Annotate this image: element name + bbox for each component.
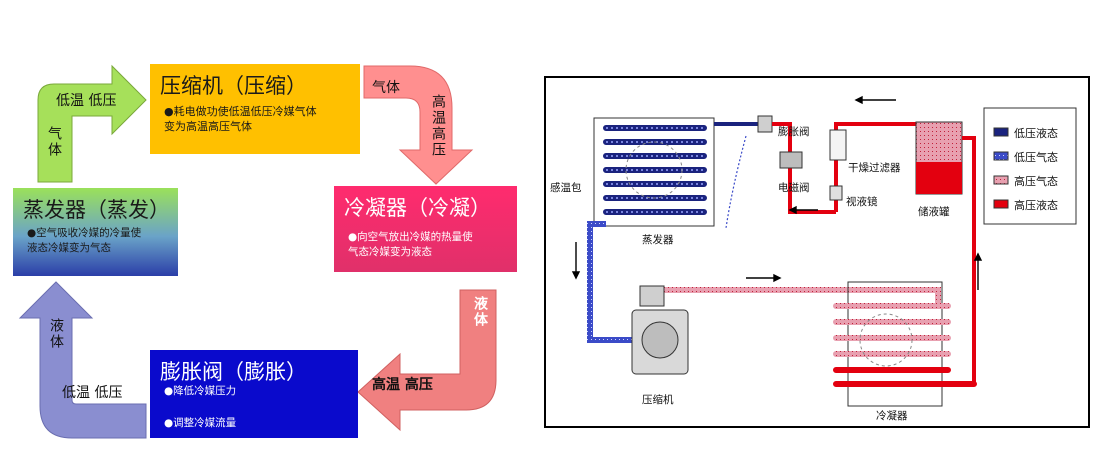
dryer-filter — [829, 129, 847, 161]
compressor-stage-note: ●耗电做功使低温低压冷媒气体 变为高温高压气体 — [164, 104, 317, 134]
receiver-to-condenser-line — [962, 136, 976, 382]
suction-line — [587, 221, 636, 343]
condenser-stage-note: ●向空气放出冷媒的热量使 气态冷媒变为液态 — [348, 230, 473, 260]
arrow-cond-exp-state-label: 高温 高压 — [372, 377, 433, 393]
evaporator-unit — [593, 117, 715, 227]
legend-label-low-liquid: 低压液态 — [1014, 127, 1058, 140]
legend-swatch-low-gas — [993, 151, 1009, 161]
expansion-stage-title: 膨胀阀（膨胀） — [160, 360, 307, 384]
compressor-note-line1: ●耗电做功使低温低压冷媒气体 — [164, 105, 317, 118]
evaporator-stage-box: 蒸发器（蒸发） ●空气吸收冷媒的冷量使 液态冷媒变为气态 — [13, 188, 178, 276]
expansion-note-1: ●降低冷媒压力 — [164, 385, 237, 397]
label-dryer-filter: 干燥过滤器 — [848, 162, 901, 174]
evaporator-stage-note: ●空气吸收冷媒的冷量使 液态冷媒变为气态 — [27, 226, 141, 256]
arrow-evap-comp-state-label: 低温 低压 — [56, 93, 117, 109]
expansion-note-2: ●调整冷媒流量 — [164, 417, 237, 429]
expansion-valve — [757, 115, 773, 133]
receiver-tank — [915, 121, 963, 195]
arrow-evap-comp-phase-label: 气体 — [46, 126, 62, 158]
legend-swatch-low-liquid — [993, 127, 1009, 137]
condenser-stage-title: 冷凝器（冷凝） — [344, 196, 491, 220]
arrow-evap-to-compressor — [37, 64, 147, 183]
legend-label-high-gas: 高压气态 — [1014, 175, 1058, 188]
label-expansion-valve: 膨胀阀 — [778, 126, 810, 138]
label-solenoid-valve: 电磁阀 — [778, 182, 810, 194]
label-sensing-bulb: 感温包 — [550, 182, 582, 194]
evaporator-stage-title: 蒸发器（蒸发） — [23, 198, 170, 222]
label-condenser: 冷凝器 — [876, 410, 908, 422]
arrow-cond-exp-phase-label: 液体 — [472, 296, 488, 328]
legend — [983, 107, 1077, 225]
condenser-note-line2: 气态冷媒变为液态 — [348, 246, 432, 258]
evaporator-note-line2: 液态冷媒变为气态 — [27, 242, 111, 254]
arrow-comp-cond-phase-label: 气体 — [372, 80, 400, 96]
label-receiver: 储液罐 — [918, 206, 950, 218]
legend-label-high-liquid: 高压液态 — [1014, 199, 1058, 212]
arrow-condenser-to-expansion — [357, 289, 497, 432]
label-sight-glass: 视液镜 — [846, 196, 878, 208]
sight-glass — [829, 185, 843, 201]
arrow-exp-evap-state-label: 低温 低压 — [62, 385, 123, 401]
condenser-note-line1: ●向空气放出冷媒的热量使 — [348, 231, 473, 243]
discharge-line — [658, 287, 941, 304]
schematic-drawing — [571, 95, 1077, 407]
arrow-compressor-to-condenser — [363, 65, 474, 185]
condenser-unit — [833, 281, 977, 407]
compressor-unit — [631, 285, 689, 375]
schematic-frame: 膨胀阀 电磁阀 干燥过滤器 视液镜 储液罐 感温包 蒸发器 压缩机 冷凝器 低压… — [544, 76, 1090, 428]
cycle-arrows — [18, 64, 497, 439]
expansion-stage-box: 膨胀阀（膨胀） ●降低冷媒压力 ●调整冷媒流量 — [150, 350, 358, 438]
flow-arrows — [571, 95, 983, 290]
label-evaporator: 蒸发器 — [642, 234, 674, 246]
condenser-stage-box: 冷凝器（冷凝） ●向空气放出冷媒的热量使 气态冷媒变为液态 — [334, 186, 517, 272]
compressor-stage-title: 压缩机（压缩） — [160, 74, 307, 98]
arrow-comp-cond-state-label: 高温高压 — [430, 94, 446, 158]
legend-swatch-high-gas — [993, 175, 1009, 185]
label-compressor: 压缩机 — [642, 394, 674, 406]
arrow-expansion-to-evaporator — [18, 281, 147, 439]
evaporator-note-line1: ●空气吸收冷媒的冷量使 — [27, 227, 142, 239]
legend-label-low-gas: 低压气态 — [1014, 151, 1058, 164]
solenoid-valve — [779, 151, 803, 169]
legend-swatch-high-liquid — [993, 199, 1009, 209]
compressor-note-line2: 变为高温高压气体 — [164, 120, 252, 133]
compressor-stage-box: 压缩机（压缩） ●耗电做功使低温低压冷媒气体 变为高温高压气体 — [150, 64, 360, 154]
arrow-exp-evap-phase-label: 液体 — [48, 318, 64, 350]
